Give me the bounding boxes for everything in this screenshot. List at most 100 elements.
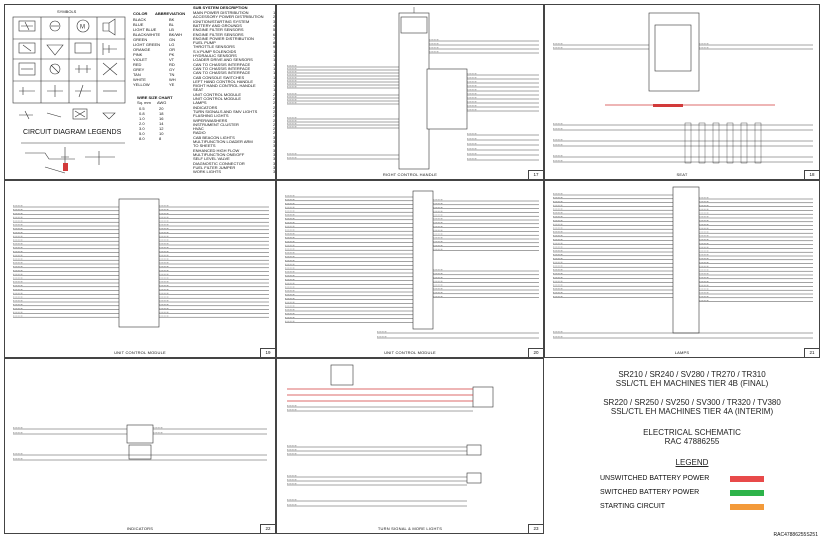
color-row-1: YE [169, 82, 175, 87]
subsystem-row-0: DIAGNOSTIC CONNECTOR [193, 160, 245, 166]
legend-swatch-switched [730, 490, 764, 496]
legend-label-switched: SWITCHED BATTERY POWER [600, 489, 700, 496]
legend-example [21, 142, 125, 174]
color-row-1: LG [169, 42, 175, 47]
subsystem-row-1: 35 [273, 156, 276, 162]
svg-text:M: M [80, 25, 85, 31]
wire-row-0: 5.0 [139, 131, 145, 136]
wire-row-0: 3.0 [139, 126, 145, 131]
subsystem-row-0: SELF LEVEL VALVE [193, 156, 230, 162]
color-row-1: GY [169, 67, 175, 72]
color-row-1: LB [169, 27, 174, 32]
subsystem-row-1: 26 [273, 117, 276, 123]
subsystem-row-1: 28 [273, 126, 276, 132]
color-row-0: BLACK/WHITE [133, 32, 161, 37]
subsystem-row-1: 29 [273, 130, 276, 136]
subsystem-row-1: 8 [273, 40, 276, 46]
panel-unit-control-module-20: UNIT CONTROL MODULE 20 [276, 180, 544, 358]
lamps-module [672, 186, 700, 334]
subsystem-row-0: FLASHING LIGHTS [193, 113, 229, 119]
panel-indicators: INDICATORS 22 [4, 358, 276, 534]
subsystem-row-0: BATTERY AND GROUNDS [193, 22, 242, 28]
subsystem-row-1: 37 [273, 164, 276, 170]
subsystem-row-0: INSTRUMENT CLUSTER [193, 121, 239, 127]
color-row-0: RED [133, 62, 142, 67]
color-row-0: WHITE [133, 77, 146, 82]
seat-connector-pin [684, 122, 692, 164]
turn-connector [466, 444, 482, 456]
panel-label: RIGHT CONTROL HANDLE [382, 172, 438, 177]
subsystem-row-1: 33 [273, 147, 276, 153]
color-row-0: TAN [133, 72, 141, 77]
subsystem-row-0: IGNITION/STARTING SYSTEM [193, 18, 250, 24]
wire-row-1: 14 [159, 121, 164, 126]
panel-number: 19 [260, 348, 275, 357]
color-row-0: GREY [133, 67, 145, 72]
ucm-20-wiring [285, 190, 539, 339]
symbols-panel: SYMBOLS M [4, 4, 276, 180]
subsystem-row-1: 2 [273, 14, 276, 20]
subsystem-row-0: WORK LIGHTS [193, 169, 222, 175]
legend-swatch-unswitched [730, 476, 764, 482]
subsystem-title: SUB SYSTEM DESCRIPTION [193, 5, 248, 10]
subsystem-row-0: HYDRAULIC SENSORS [193, 53, 237, 58]
subsystem-row-1: 11 [273, 53, 275, 58]
subsystem-row-0: S.V.PUMP SOLENOIDS [193, 48, 237, 54]
seat-red-wire [653, 104, 683, 107]
wire-row-1: 20 [159, 106, 164, 111]
color-header: COLOR [133, 11, 148, 16]
subsystem-row-0: RIGHT HAND CONTROL HANDLE [193, 83, 256, 89]
subsystem-row-0: INDICATORS [193, 104, 218, 110]
panel-label: INDICATORS [126, 526, 154, 531]
subsystem-row-0: TO SHEETS [193, 143, 216, 149]
panel-lamps: LAMPS 21 [544, 180, 820, 358]
subsystem-row-0: UNIT CONTROL MODULE [193, 96, 242, 101]
handle-connector [400, 16, 428, 34]
ucm-module [118, 198, 160, 328]
turn-connector [466, 472, 482, 484]
color-row-1: RD [169, 62, 175, 67]
indicators-wiring [13, 424, 267, 461]
wire-row-0: 1.0 [139, 116, 145, 121]
subsystem-row-1: 17 [273, 78, 276, 84]
subsystem-row-1: 32 [273, 143, 276, 149]
ucm-module [412, 190, 434, 330]
color-row-0: PINK [133, 52, 143, 57]
subsystem-row-0: FUEL FILTER JUMPER [193, 164, 236, 170]
panel-label: UNIT CONTROL MODULE [384, 350, 436, 355]
symbol-grid: M [12, 16, 126, 120]
color-row-1: WH [169, 77, 176, 82]
subsystem-row-0: ACCESSORY POWER DISTRIBUTION [193, 14, 264, 20]
indicator-relay [128, 444, 152, 460]
color-row-1: BK/WH [169, 32, 183, 37]
color-row-0: YELLOW [133, 82, 150, 87]
subsystem-row-0: CAN TO CHASSIS INTERFACE [193, 61, 251, 67]
panel-label: SEAT [676, 172, 688, 177]
subsystem-row-0: CAN TO CHASSIS INTERFACE [193, 65, 251, 71]
wire-row-1: 18 [159, 111, 164, 116]
wire-row-1: 12 [159, 126, 164, 131]
wire-row-1: 16 [159, 116, 164, 121]
subsystem-row-0: MAIN POWER DISTRIBUTION [193, 10, 249, 15]
title-line-5: ELECTRICAL SCHEMATIC [643, 428, 741, 437]
wire-size-header-sqmm: Sq. mm [137, 100, 151, 105]
panel-number: 23 [528, 524, 543, 533]
subsystem-row-1: 3 [273, 18, 276, 24]
title-line-6: RAC 47886255 [664, 437, 720, 446]
subsystem-row-1: 10 [273, 48, 276, 54]
subsystem-row-1: 13 [273, 61, 276, 67]
subsystem-row-1: 15 [273, 70, 276, 76]
subsystem-row-1: 19 [273, 87, 276, 93]
subsystem-row-1: 4 [273, 22, 276, 28]
color-row-1: GN [169, 37, 175, 42]
subsystem-row-1: 23 [273, 104, 276, 110]
panel-label: LAMPS [674, 350, 690, 355]
subsystem-row-0: RADIO [193, 130, 206, 136]
color-row-1: TN [169, 72, 175, 77]
seat-wiring [553, 12, 813, 164]
subsystem-row-0: LOADER DRIVE AND SENSORS [193, 57, 253, 63]
title-line-3: SR220 / SR250 / SV250 / SV300 / TR320 / … [603, 398, 781, 407]
subsystem-row-1: 38 [273, 169, 276, 175]
panel-unit-control-module-19: UNIT CONTROL MODULE 19 [4, 180, 276, 358]
